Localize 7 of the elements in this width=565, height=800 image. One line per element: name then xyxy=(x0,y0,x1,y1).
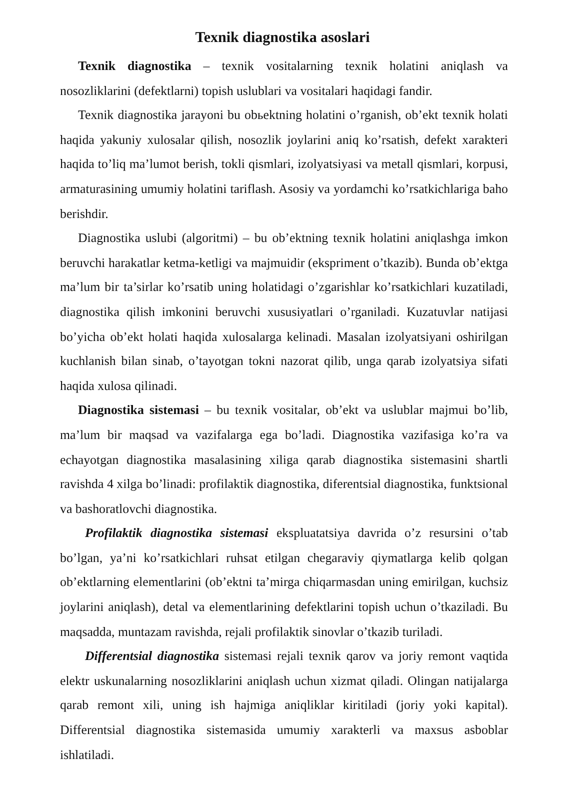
paragraph: Profilaktik diagnostika sistemasi ekspluatatsiya davrida o’z resursini o’tab bo’lgan, ya’ni ko’rsatkichlari ruhsat etilgan chegaraviy qiymatlarga kelib qolgan ob’ektlarning elementlarini (ob’ektni ta’mirga chiqarmasdan uning emirilgan, kuchsiz joylarini aniqlash), detal va elementlarining defektlarini topish uchun o’tkaziladi. Bu maqsadda, muntazam ravishda, rejali profilaktik sinovlar o’tkazib turiladi. xyxy=(60,525,508,641)
paragraph: Texnik diagnostika – texnik vositalarning texnik holatini aniqlash va nosozliklarini (defektlarni) topish uslublari va vositalari haqidagi fandir. xyxy=(60,58,508,100)
page-title: Texnik diagnostika asoslari xyxy=(194,30,371,47)
paragraph: Texnik diagnostika jarayoni bu obьektning holatini o’rganish, ob’ekt texnik holati haqida yakuniy xulosalar qilish, nosozlik joylarini aniq ko’rsatish, defekt xarakteri haqida to’liq ma’lumot berish, tokli qismlari, izolyatsiyasi va metall qismlari, korpusi, armaturasining umumiy holatini tariflash. Asosiy va yordamchi ko’rsatkichlariga baho berishdir. xyxy=(60,107,508,223)
paragraph: Diagnostika uslubi (algoritmi) – bu ob’ektning texnik holatini aniqlashga imkon beruvchi harakatlar ketma-ketligi va majmuidir (ekspriment o’tkazib). Bunda ob’ektga ma’lum bir ta’sirlar ko’rsatib uning holatidagi o’zgarishlar ko’rsatkichlari kuzatiladi, diagnostika qilish imkonini beruvchi xususiyatlari o’rganiladi. Kuzatuvlar natijasi bo’yicha ob’ekt holati haqida xulosalarga kelinadi. Masalan izolyatsiyani oshirilgan kuchlanish bilan sinab, o’tayotgan tokni nazorat qilib, unga qarab izolyatsiya sifati haqida xulosa qilinadi. xyxy=(60,230,508,395)
paragraph: Diagnostika sistemasi – bu texnik vositalar, ob’ekt va uslublar majmui bo’lib, ma’lum bir maqsad va vazifalarga ega bo’ladi. Diagnostika vazifasiga ko’ra va echayotgan diagnostika masalasining xiliga qarab diagnostika sistemasini shartli ravishda 4 xilga bo’linadi: profilaktik diagnostika, diferentsial diagnostika, funktsional va bashoratlovchi diagnostika. xyxy=(60,402,508,518)
paragraph: Differentsial diagnostika sistemasi rejali texnik qarov va joriy remont vaqtida elektr uskunalarning nosozliklarini aniqlash uchun xizmat qiladi. Olingan natijalarga qarab remont xili, uning ish hajmiga aniqliklar kiritiladi (joriy yoki kapital). Differentsial diagnostika sistemasida umumiy xarakterli va maxsus asboblar ishlatiladi. xyxy=(60,648,508,764)
